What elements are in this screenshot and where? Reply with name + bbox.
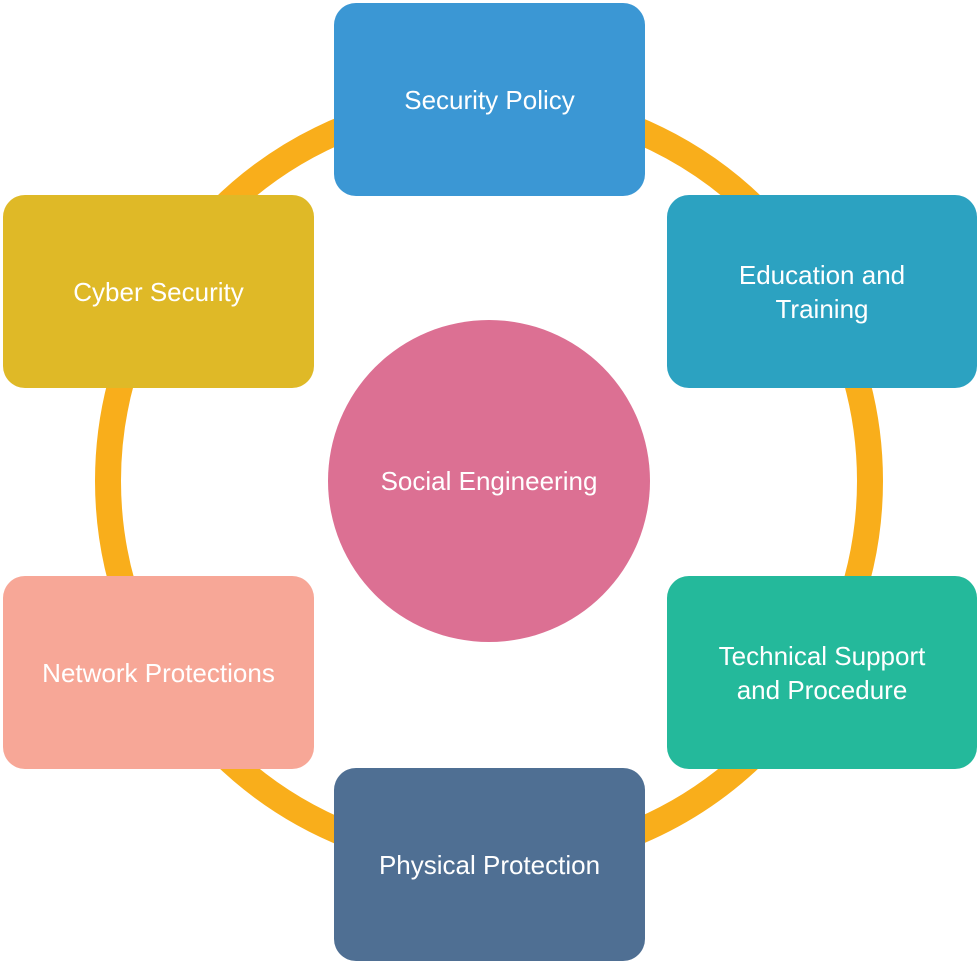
node-education-training: Education and Training xyxy=(667,195,977,388)
node-network-protections-label: Network Protections xyxy=(42,657,275,688)
center-circle: Social Engineering xyxy=(328,320,650,642)
node-technical-support-line1: Technical Support xyxy=(718,640,926,671)
node-cyber-security: Cyber Security xyxy=(3,195,314,388)
node-technical-support: Technical Support and Procedure xyxy=(667,576,977,769)
node-physical-protection-label: Physical Protection xyxy=(378,849,601,880)
node-security-policy-label: Security Policy xyxy=(404,84,575,115)
node-education-training-line2: Training xyxy=(775,293,869,324)
node-cyber-security-label: Cyber Security xyxy=(73,276,244,307)
node-education-training-text: Education and Training xyxy=(739,258,905,326)
node-security-policy: Security Policy xyxy=(334,3,645,196)
center-label: Social Engineering xyxy=(380,466,598,496)
node-technical-support-line2: and Procedure xyxy=(736,674,908,705)
node-technical-support-text: Technical Support and Procedure xyxy=(719,639,926,707)
node-network-protections: Network Protections xyxy=(3,576,314,769)
node-physical-protection: Physical Protection xyxy=(334,768,645,961)
node-education-training-line1: Education and xyxy=(738,259,906,290)
